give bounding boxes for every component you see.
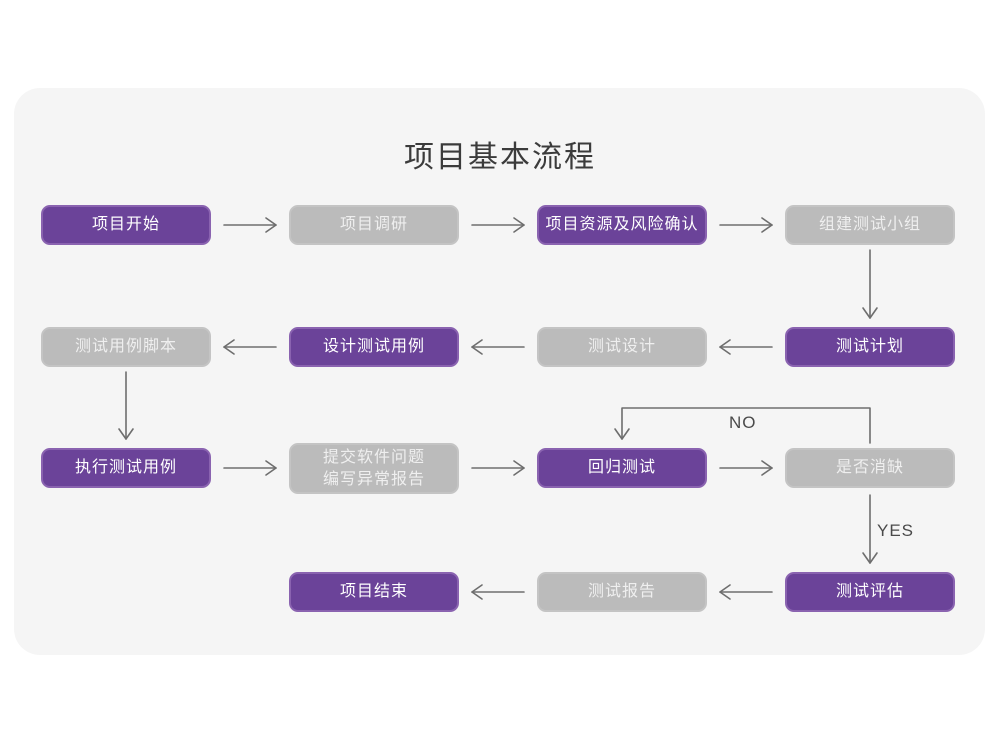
- node-test-design[interactable]: 测试设计: [537, 327, 707, 367]
- node-project-research[interactable]: 项目调研: [289, 205, 459, 245]
- node-project-start[interactable]: 项目开始: [41, 205, 211, 245]
- node-defect-cleared[interactable]: 是否消缺: [785, 448, 955, 488]
- node-test-case-script[interactable]: 测试用例脚本: [41, 327, 211, 367]
- page-title: 项目基本流程: [404, 141, 596, 174]
- node-resource-risk-confirm[interactable]: 项目资源及风险确认: [537, 205, 707, 245]
- node-submit-issue-report[interactable]: 提交软件问题 编写异常报告: [289, 443, 459, 494]
- node-design-test-case[interactable]: 设计测试用例: [289, 327, 459, 367]
- node-test-report[interactable]: 测试报告: [537, 572, 707, 612]
- diagram-card: [14, 88, 985, 655]
- node-project-end[interactable]: 项目结束: [289, 572, 459, 612]
- node-test-evaluation[interactable]: 测试评估: [785, 572, 955, 612]
- edge-label-yes: YES: [877, 521, 915, 540]
- node-regression-test[interactable]: 回归测试: [537, 448, 707, 488]
- node-test-plan[interactable]: 测试计划: [785, 327, 955, 367]
- node-execute-test-case[interactable]: 执行测试用例: [41, 448, 211, 488]
- node-build-test-team[interactable]: 组建测试小组: [785, 205, 955, 245]
- edge-label-no: NO: [729, 413, 757, 432]
